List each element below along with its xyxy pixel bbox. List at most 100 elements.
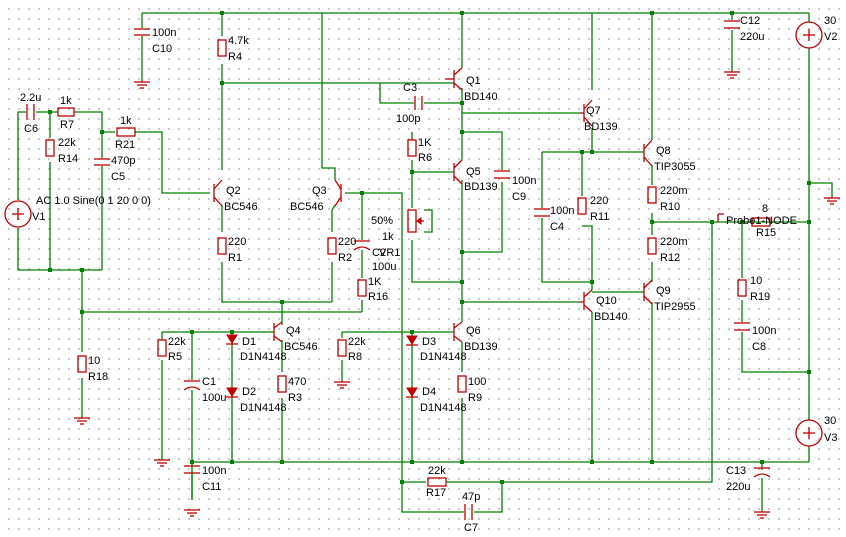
capacitor-c7 (464, 504, 473, 520)
label-q6-model: BD139 (464, 341, 498, 353)
label-v1-ref: V1 (32, 211, 45, 223)
label-q2-model: BC546 (224, 201, 258, 213)
junction (650, 11, 654, 15)
transistor-q6 (453, 321, 463, 343)
junction (580, 150, 584, 154)
potentiometer-vr1 (407, 209, 424, 233)
voltage-source-v1 (4, 200, 32, 228)
junction (280, 460, 284, 464)
label-q9-model: TIP2955 (654, 301, 696, 313)
voltage-source-v3 (795, 419, 823, 447)
junction (230, 330, 234, 334)
label-d1-ref: D1 (242, 336, 256, 348)
label-q10-ref: Q10 (596, 295, 617, 307)
label-c11-value: 100n (202, 465, 226, 477)
junction (460, 250, 464, 254)
label-r18-value: 10 (88, 355, 100, 367)
label-r1-value: 220 (228, 236, 246, 248)
junction (650, 220, 654, 224)
label-r21-ref: R21 (115, 139, 135, 151)
label-c1-ref: C1 (202, 376, 216, 388)
wire-r21-q2b (135, 131, 210, 194)
label-d1-model: D1N4148 (240, 351, 286, 363)
junction (740, 220, 744, 224)
junction (590, 280, 594, 284)
junction (500, 480, 504, 484)
voltage-source-v2 (795, 21, 823, 49)
resistor-r4 (217, 39, 227, 57)
junction (220, 81, 224, 85)
resistor-r7 (57, 107, 75, 117)
label-d3-model: D1N4148 (420, 351, 466, 363)
label-q7-model: BD139 (584, 121, 618, 133)
label-r7-ref: R7 (60, 119, 74, 131)
label-q9-ref: Q9 (656, 285, 671, 297)
label-r17-ref: R17 (426, 487, 446, 499)
wire-vr1-bottom (411, 240, 462, 283)
junction (807, 181, 811, 185)
transistor-q4 (273, 321, 283, 343)
label-c4-ref: C4 (550, 221, 564, 233)
label-r21-value: 1k (120, 115, 132, 127)
label-c8-ref: C8 (752, 341, 766, 353)
label-v2-value: 30 (824, 15, 836, 27)
label-r8-ref: R8 (348, 351, 362, 363)
transistor-q7 (580, 99, 593, 127)
ground-symbol (134, 81, 150, 89)
junction (410, 330, 414, 334)
label-r11-ref: R11 (590, 211, 609, 223)
ground-symbol (184, 509, 200, 517)
label-c2-value: 100u (372, 261, 396, 273)
label-r16-value: 1K (368, 276, 382, 288)
wire-fb-out (502, 222, 713, 483)
label-r3-ref: R3 (288, 392, 302, 404)
resistor-r10 (647, 186, 657, 204)
junction (280, 300, 284, 304)
resistor-r8 (337, 339, 347, 357)
wire-r1-tail (221, 262, 332, 303)
label-d4-model: D1N4148 (420, 402, 466, 414)
label-r3-value: 470 (288, 376, 306, 388)
wire-c3 (379, 83, 414, 104)
transistor-q5 (453, 159, 463, 185)
wire-v1-bottom (17, 228, 102, 271)
capacitor-c8 (734, 322, 750, 331)
resistor-r17 (427, 477, 447, 487)
junction (460, 280, 464, 284)
diode-d4 (406, 387, 418, 398)
labels: 100n C10 4.7k R4 Q1 BD140 C12 220u 30 V2… (20, 15, 837, 534)
diode-d2 (226, 387, 238, 398)
label-d2-model: D1N4148 (240, 402, 286, 414)
junction (190, 330, 194, 334)
label-q8-model: TIP3055 (654, 161, 696, 173)
junction (460, 460, 464, 464)
junction (410, 460, 414, 464)
ground-symbol (824, 197, 840, 205)
label-q1-model: BD140 (464, 91, 498, 103)
transistor-q8 (643, 139, 653, 167)
transistor-q9 (643, 279, 653, 305)
ground-symbol (754, 511, 770, 519)
junction (460, 130, 464, 134)
resistor-r11 (577, 197, 587, 215)
junction (460, 101, 464, 105)
resistor-r15 (751, 217, 771, 227)
junction (360, 191, 364, 195)
label-c10-ref: C10 (152, 43, 172, 55)
wire-r7-out (74, 111, 115, 133)
label-c8-value: 100n (752, 325, 776, 337)
junction (230, 460, 234, 464)
label-r4-value: 4.7k (228, 35, 249, 47)
transistor-q10 (580, 289, 593, 313)
label-q4-ref: Q4 (286, 325, 301, 337)
label-r9-value: 100 (468, 376, 486, 388)
wire-c6-top (17, 111, 26, 200)
label-q7-ref: Q7 (586, 105, 601, 117)
capacitor-c6 (26, 104, 35, 120)
label-r7-value: 1k (60, 95, 72, 107)
label-c13-value: 220u (726, 481, 750, 493)
transistor-q3 (334, 179, 342, 207)
label-c7-value: 47p (462, 491, 480, 503)
resistor-r21 (116, 127, 136, 137)
